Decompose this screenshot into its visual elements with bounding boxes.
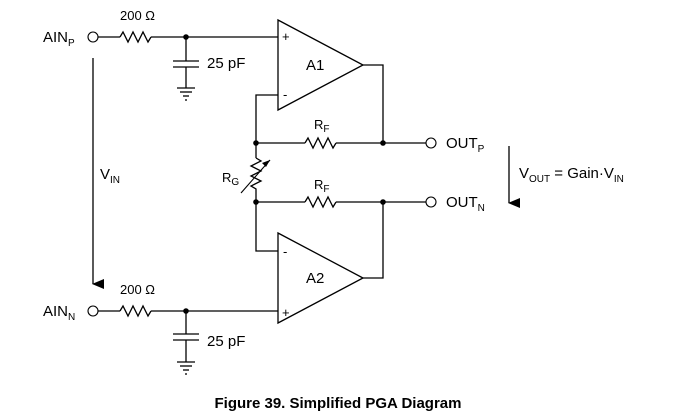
- ainn-label: AINN: [43, 303, 75, 323]
- amplifier-a2: [277, 231, 365, 325]
- ainp-terminal: [87, 31, 99, 43]
- node-dot: [380, 140, 386, 146]
- ground-icon: [177, 87, 195, 101]
- resistor-200-top-label: 200 Ω: [120, 8, 155, 23]
- resistor-rg: [249, 157, 263, 202]
- a1-minus: -: [283, 87, 287, 102]
- a1-plus: +: [282, 29, 290, 44]
- ground-icon: [177, 361, 195, 375]
- rg-label: RG: [222, 170, 239, 188]
- capacitor-top-label: 25 pF: [207, 55, 245, 72]
- ainn-terminal: [87, 305, 99, 317]
- amplifier-a1: [277, 18, 365, 112]
- outn-terminal: [425, 196, 437, 208]
- rf-top-label: RF: [314, 117, 330, 135]
- capacitor-bottom-label: 25 pF: [207, 333, 245, 350]
- vout-equation: VOUT = Gain·VIN: [519, 165, 624, 185]
- resistor-rf-bottom: [304, 195, 337, 209]
- vin-label: VIN: [100, 166, 120, 186]
- a2-plus: +: [282, 305, 290, 320]
- ainp-label: AINP: [43, 29, 75, 49]
- figure-caption: Figure 39. Simplified PGA Diagram: [214, 395, 461, 412]
- a1-label: A1: [306, 57, 324, 74]
- rf-bottom-label: RF: [314, 177, 330, 195]
- outp-label: OUTP: [446, 135, 485, 155]
- outp-terminal: [425, 137, 437, 149]
- resistor-rf-top: [304, 136, 337, 150]
- a2-minus: -: [283, 244, 287, 259]
- resistor-200-top: [119, 30, 152, 44]
- resistor-200-bottom: [119, 304, 152, 318]
- outn-label: OUTN: [446, 194, 485, 214]
- resistor-200-bottom-label: 200 Ω: [120, 282, 155, 297]
- a2-label: A2: [306, 270, 324, 287]
